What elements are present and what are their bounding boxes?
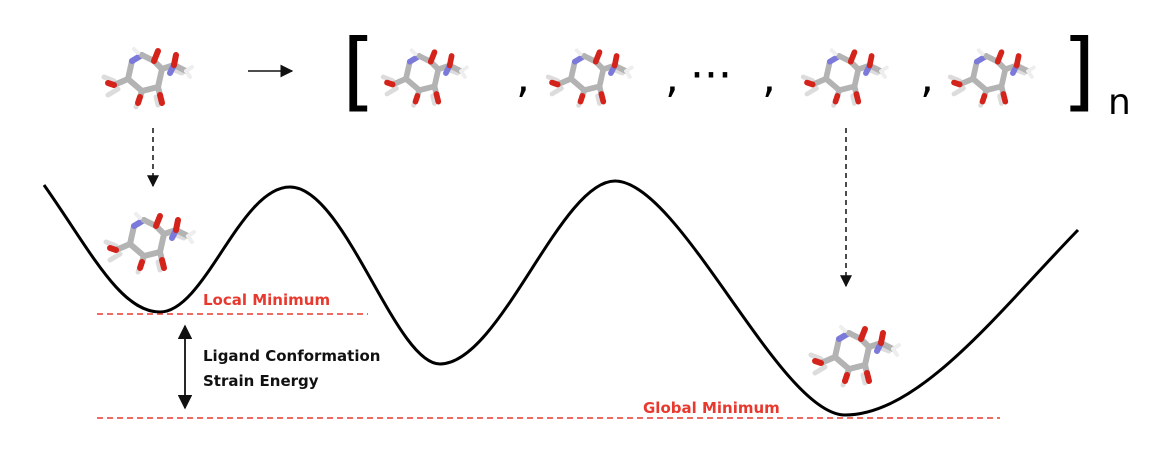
ellipsis: ···	[690, 50, 732, 101]
open-bracket: [	[342, 21, 376, 121]
bracket-subscript: n	[1108, 82, 1131, 123]
strain-energy-label-line1: Ligand Conformation	[203, 347, 380, 365]
molecule-icon	[803, 50, 887, 105]
molecule-icon	[104, 49, 192, 107]
comma-separator: ,	[920, 52, 934, 103]
comma-separator: ,	[762, 52, 776, 103]
comma-separator: ,	[516, 52, 530, 103]
local-minimum-label: Local Minimum	[203, 291, 330, 309]
global-minimum-label: Global Minimum	[643, 399, 780, 417]
molecule-icon	[106, 214, 194, 272]
comma-separator: ,	[665, 52, 679, 103]
molecule-icon	[548, 50, 632, 105]
close-bracket: ]	[1062, 21, 1096, 121]
molecule-icon	[811, 327, 899, 385]
molecule-icon	[950, 50, 1034, 105]
strain-energy-label-line2: Strain Energy	[203, 372, 319, 390]
molecule-icon	[383, 50, 467, 105]
energy-curve	[42, 179, 1080, 417]
